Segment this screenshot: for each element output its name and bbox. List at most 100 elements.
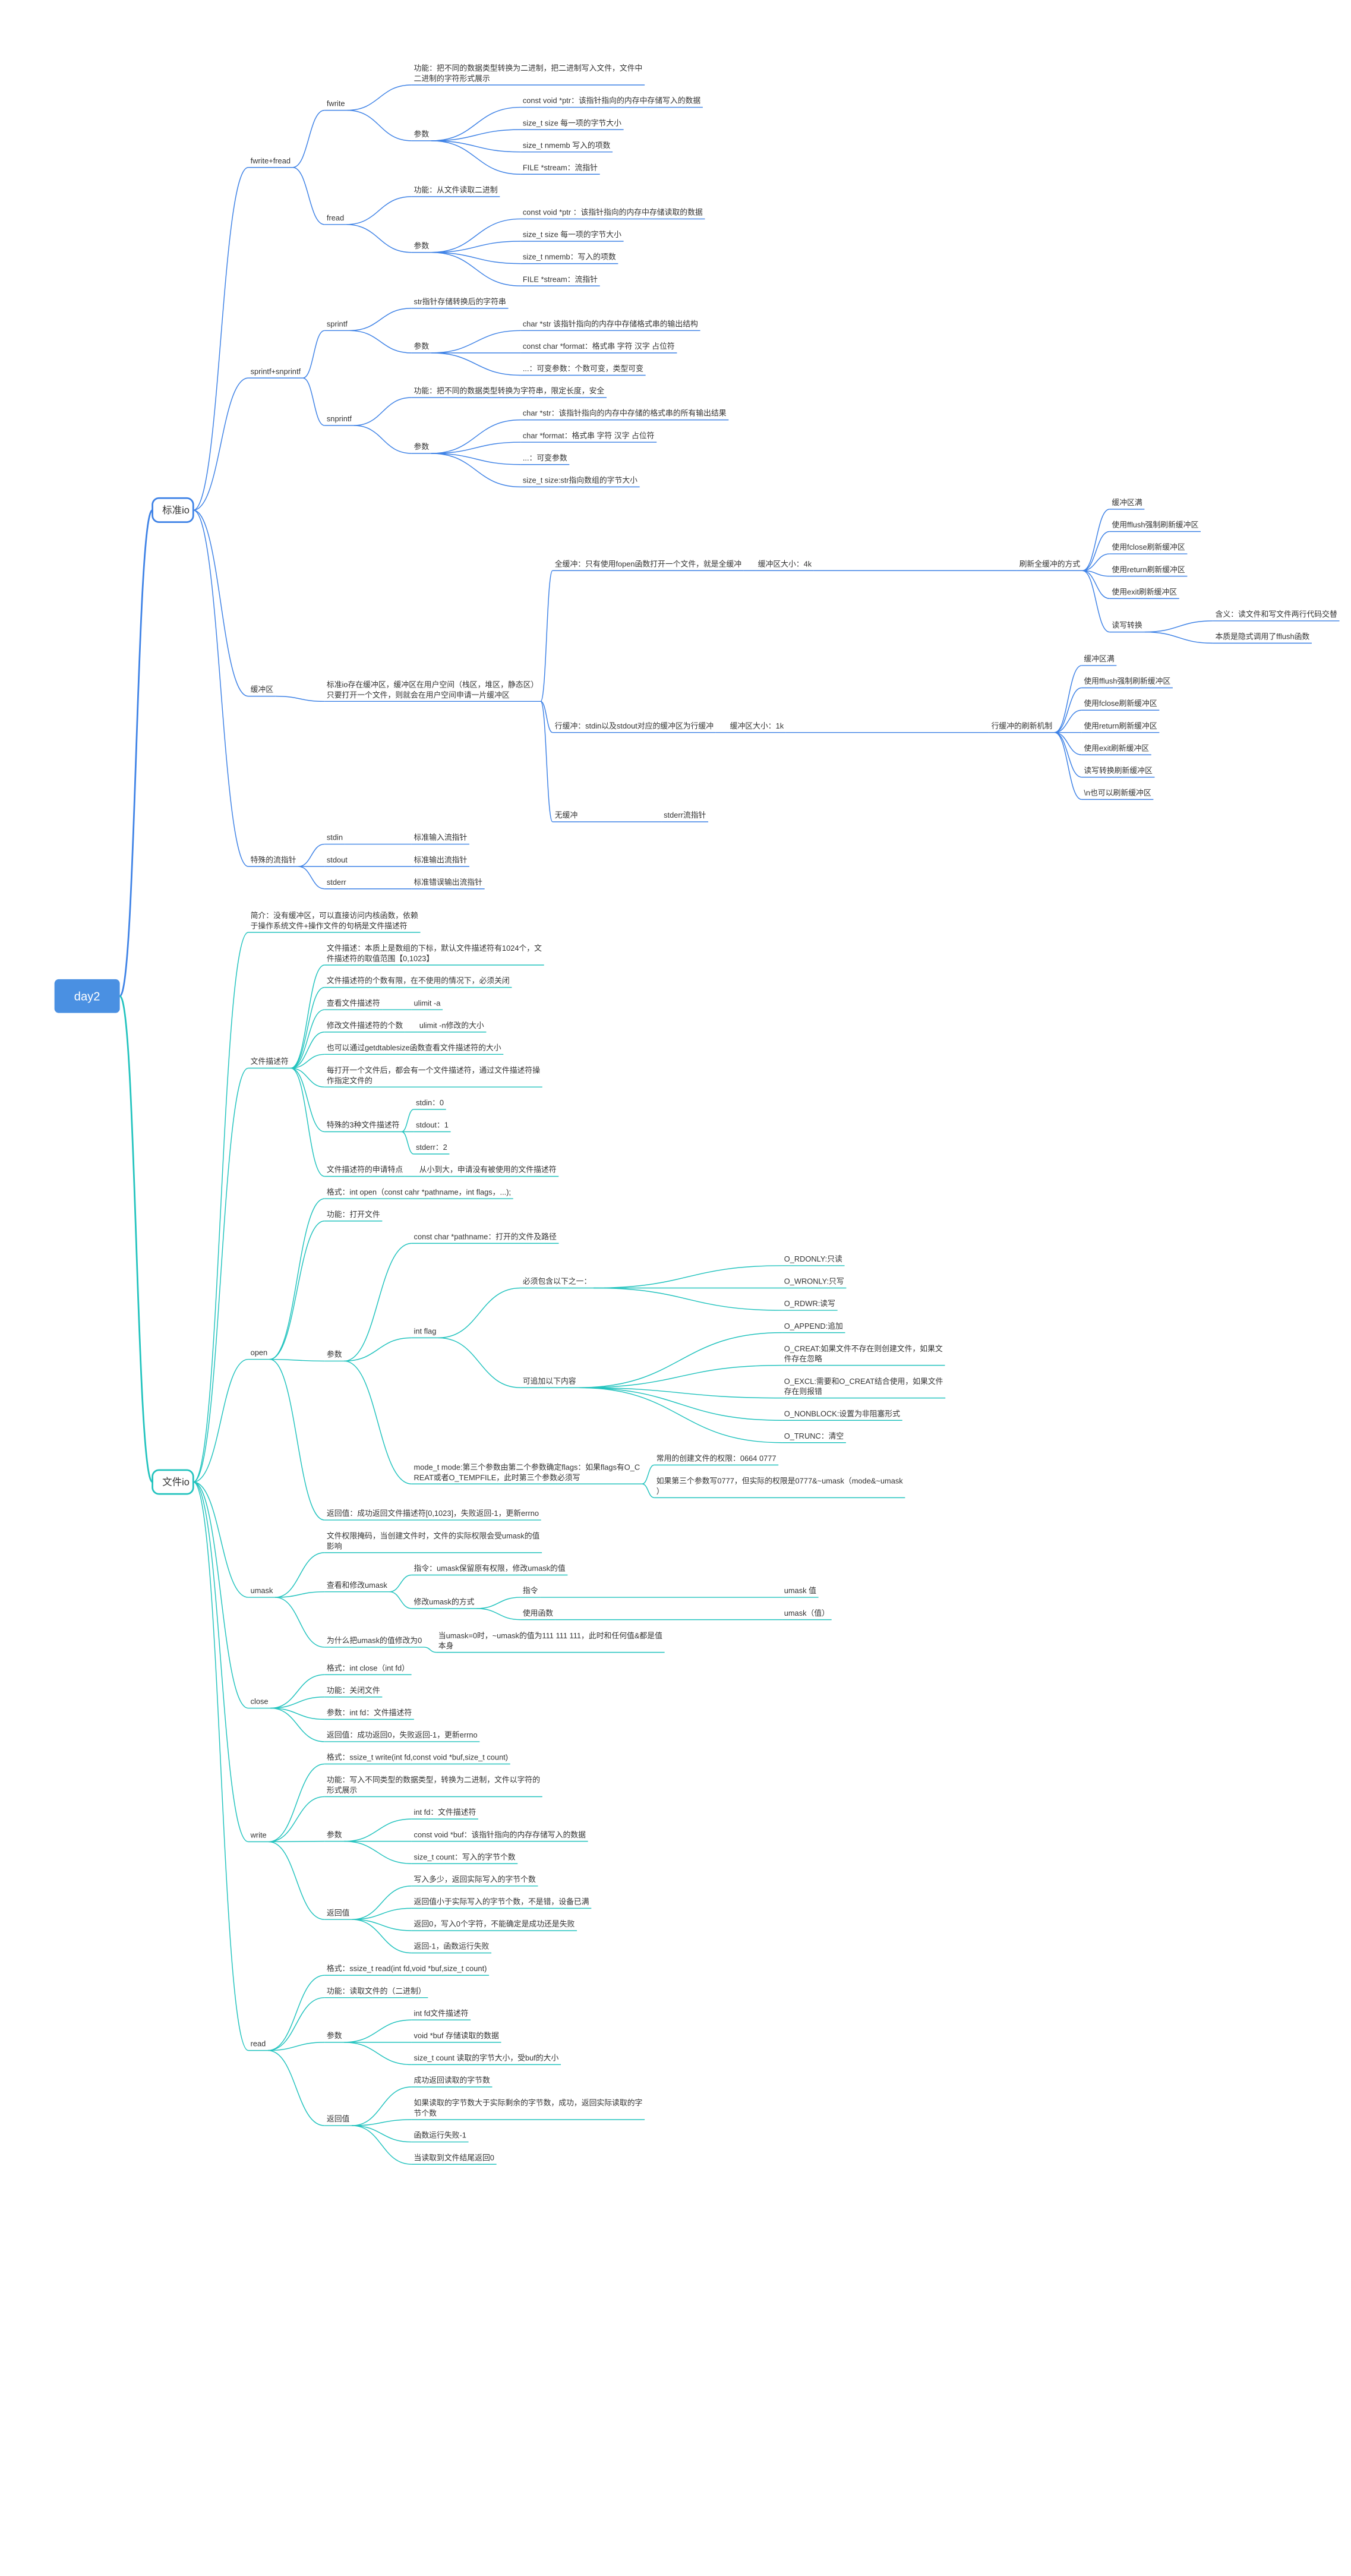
connector-line — [431, 352, 521, 376]
node-label: open — [251, 1348, 268, 1357]
connector-line — [431, 241, 521, 253]
connector-line — [193, 1481, 249, 1709]
connector-line — [292, 166, 325, 225]
connector-line — [540, 701, 553, 733]
node-label-line: 如果第三个参数写0777，但实际的权限是0777&~umask（mode&~um… — [656, 1477, 903, 1486]
branch-node-box — [151, 1469, 194, 1495]
node-label: \n也可以刷新缓冲区 — [1084, 789, 1151, 797]
node-label-line: 件存在忽略 — [784, 1354, 822, 1363]
node-label: 参数 — [327, 2031, 342, 2040]
connector-line — [269, 1358, 325, 1362]
connector-line — [1082, 570, 1110, 599]
connector-line — [476, 1608, 521, 1620]
connector-line — [291, 1067, 325, 1133]
connector-line — [353, 397, 412, 426]
node-label: 功能：把不同的数据类型转换为字符串，限定长度，安全 — [414, 386, 605, 395]
node-label: 函数运行失败-1 — [414, 2131, 466, 2140]
node-label: size_t count 读取的字节大小，受buf的大小 — [414, 2054, 559, 2063]
node-label-line: 功能：把不同的数据类型转换为二进制，把二进制写入文件，文件中 — [414, 64, 643, 72]
branch-node-box — [151, 497, 194, 524]
node-label: 成功返回读取的字节数 — [414, 2076, 490, 2085]
node-label: int fd文件描述符 — [414, 2009, 469, 2017]
connector-line — [389, 1574, 412, 1593]
connector-line — [193, 1481, 249, 1843]
connector-line — [269, 1763, 325, 1843]
connector-line — [344, 2042, 412, 2066]
connector-line — [192, 932, 249, 1483]
root-node-box — [54, 979, 120, 1013]
connector-line — [578, 1387, 782, 1421]
node-label: 文件描述符的个数有限，在不使用的情况下，必须关闭 — [327, 976, 510, 985]
connector-line — [119, 995, 153, 1483]
connector-line — [291, 1032, 325, 1069]
connector-line — [344, 1818, 412, 1842]
connector-line — [578, 1387, 782, 1443]
node-label-line: 标准io存在缓冲区，缓冲区在用户空间（栈区，堆区，静态区） — [327, 680, 538, 689]
connector-line — [270, 1707, 325, 1742]
node-label: 修改文件描述符的个数 — [327, 1021, 403, 1030]
node-label: 写入多少，返回实际写入的字节个数 — [414, 1875, 536, 1884]
node-label: 如果读取的字节数大于实际剩余的字节数，成功，返回实际读取的字节个数 — [414, 2098, 643, 2117]
node-label: 常用的创建文件的权限：0664 0777 — [656, 1453, 776, 1462]
node-label: int fd：文件描述符 — [414, 1808, 476, 1817]
connector-line — [193, 1067, 249, 1483]
connector-line — [298, 843, 325, 867]
branch-label: 文件io — [162, 1477, 190, 1488]
node-label: 参数：int fd：文件描述符 — [327, 1708, 412, 1717]
connector-line — [352, 1919, 412, 1954]
node-label: 返回值 — [327, 1908, 350, 1917]
node-label: 查看和修改umask — [327, 1581, 388, 1590]
node-label: O_RDONLY:只读 — [784, 1254, 842, 1263]
connector-line — [275, 1591, 325, 1598]
connector-line — [270, 1697, 325, 1709]
connector-line — [1144, 631, 1213, 644]
branch-label: 标准io — [162, 505, 190, 516]
node-label-line: 形式展示 — [327, 1786, 357, 1795]
connector-line — [1082, 531, 1110, 571]
node-label: 标准输出流指针 — [414, 855, 468, 864]
node-label: 缓冲区满 — [1084, 654, 1114, 663]
node-label: 文件权限掩码，当创建文件时，文件的实际权限会受umask的值影响 — [327, 1531, 540, 1550]
node-label: const void *ptr ：该指针指向的内存中存储读取的数据 — [523, 208, 703, 217]
node-label-line: 只要打开一个文件，则就会在用户空间申请一片缓冲区 — [327, 690, 510, 699]
connector-line — [347, 84, 412, 111]
node-label: snprintf — [327, 414, 352, 423]
node-label: 功能：关闭文件 — [327, 1686, 380, 1695]
node-label: stderr：2 — [416, 1143, 447, 1152]
node-label: 特殊的3种文件描述符 — [327, 1121, 400, 1130]
node-label: 参数 — [414, 442, 430, 451]
connector-line — [540, 701, 553, 822]
node-label: 格式：ssize_t write(int fd,const void *buf,… — [327, 1753, 508, 1762]
node-label: ulimit -a — [414, 998, 441, 1007]
node-label: stderr — [327, 878, 347, 887]
connector-line — [347, 109, 412, 141]
connector-line — [352, 2125, 412, 2165]
node-label-line: O_EXCL:需要和O_CREAT结合使用，如果文件 — [784, 1377, 943, 1386]
connector-line — [269, 1796, 325, 1843]
node-label: 返回0，写入0个字符，不能确定是成功还是失败 — [414, 1919, 575, 1928]
node-label: FILE *stream：流指针 — [523, 163, 598, 172]
node-label: umask 值 — [784, 1586, 816, 1595]
connector-line — [353, 425, 412, 454]
node-label: 缓冲区满 — [1112, 498, 1142, 507]
node-label: 标准错误输出流指针 — [414, 878, 483, 887]
node-label: read — [251, 2039, 266, 2048]
connector-line — [389, 1591, 412, 1609]
connector-line — [352, 1907, 412, 1920]
connector-line — [431, 453, 521, 488]
connector-line — [193, 166, 249, 511]
node-label: umask（值） — [784, 1609, 829, 1618]
connector-line — [291, 964, 325, 1069]
node-label: 功能：打开文件 — [327, 1210, 380, 1219]
connector-line — [302, 377, 325, 426]
node-label: ...：可变参数：个数可变，类型可变 — [523, 364, 643, 373]
node-label-line: 每打开一个文件后，都会有一个文件描述符，通过文件描述符操 — [327, 1065, 540, 1074]
connector-line — [593, 1287, 782, 1311]
connector-line — [193, 509, 249, 867]
connector-line — [431, 252, 521, 286]
node-label: ulimit -n修改的大小 — [419, 1021, 484, 1030]
node-label: size_t size 每一项的字节大小 — [523, 230, 621, 239]
node-label: 使用函数 — [523, 1609, 553, 1618]
node-label: size_t size 每一项的字节大小 — [523, 118, 621, 127]
connector-line — [352, 2086, 412, 2126]
